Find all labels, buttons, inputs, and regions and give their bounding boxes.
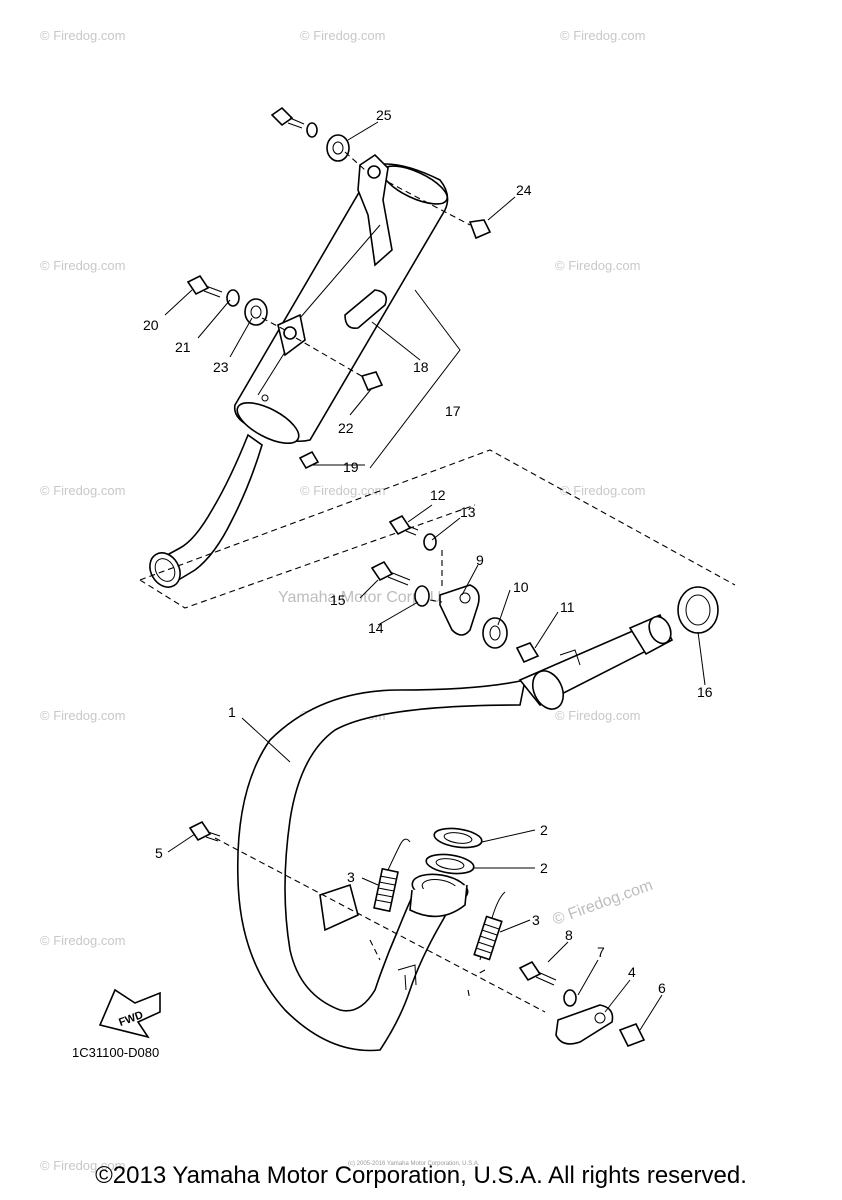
watermark-text: © Firedog.com bbox=[551, 877, 656, 929]
watermark-text: © Firedog.com bbox=[40, 483, 125, 498]
callout-23: 23 bbox=[213, 359, 229, 375]
joint-hardware bbox=[370, 514, 719, 664]
watermark-text: © Firedog.com bbox=[40, 1158, 125, 1173]
callout-15: 15 bbox=[330, 592, 346, 608]
callout-7: 7 bbox=[597, 944, 605, 960]
watermark-text: © Firedog.com bbox=[40, 933, 125, 948]
lower-hardware bbox=[188, 820, 646, 1048]
watermark-text: © Firedog.com bbox=[40, 28, 125, 43]
callout-10: 10 bbox=[513, 579, 529, 595]
watermark-text: © Firedog.com bbox=[555, 258, 640, 273]
watermark-text: © Firedog.com bbox=[40, 708, 125, 723]
callout-25: 25 bbox=[376, 107, 392, 123]
copyright-footer: ©2013 Yamaha Motor Corporation, U.S.A. A… bbox=[95, 1162, 747, 1189]
callout-22: 22 bbox=[338, 420, 354, 436]
callout-3: 3 bbox=[532, 912, 540, 928]
watermark-text: © Firedog.com bbox=[555, 708, 640, 723]
callout-6: 6 bbox=[658, 980, 666, 996]
callout-4: 4 bbox=[628, 964, 636, 980]
callout-14: 14 bbox=[368, 620, 384, 636]
callout-21: 21 bbox=[175, 339, 191, 355]
leader-lines bbox=[164, 121, 706, 1031]
fwd-arrow: FWD bbox=[98, 988, 161, 1039]
callout-17: 17 bbox=[445, 403, 461, 419]
watermark-text: © Firedog.com bbox=[300, 483, 385, 498]
callout-11: 11 bbox=[560, 599, 575, 615]
assembly-outline bbox=[139, 449, 736, 609]
callout-1: 1 bbox=[228, 704, 236, 720]
muffler-hardware bbox=[186, 106, 492, 392]
callout-numbers: 1 2 2 3 3 4 5 6 7 8 9 10 11 12 13 14 15 … bbox=[143, 107, 713, 996]
watermark-text: © Firedog.com bbox=[560, 483, 645, 498]
callout-18: 18 bbox=[413, 359, 429, 375]
callout-19: 19 bbox=[343, 459, 359, 475]
callout-2: 2 bbox=[540, 860, 548, 876]
callout-12: 12 bbox=[430, 487, 446, 503]
callout-9: 9 bbox=[476, 552, 484, 568]
muffler-assembly bbox=[149, 153, 449, 588]
tiny-credit: (c) 2005-2016 Yamaha Motor Corporation, … bbox=[348, 1161, 480, 1167]
callout-13: 13 bbox=[460, 504, 476, 520]
callout-8: 8 bbox=[565, 927, 573, 943]
watermark-text: © Firedog.com bbox=[560, 28, 645, 43]
exhaust-pipe bbox=[236, 613, 674, 1052]
callout-2: 2 bbox=[540, 822, 548, 838]
watermark-text: © Firedog.com bbox=[300, 28, 385, 43]
watermark-text: © Firedog.com bbox=[40, 258, 125, 273]
callout-3: 3 bbox=[347, 869, 355, 885]
callout-20: 20 bbox=[143, 317, 159, 333]
callout-5: 5 bbox=[155, 845, 163, 861]
diagram-code: 1C31100-D080 bbox=[72, 1045, 159, 1060]
callout-24: 24 bbox=[516, 182, 532, 198]
callout-16: 16 bbox=[697, 684, 713, 700]
